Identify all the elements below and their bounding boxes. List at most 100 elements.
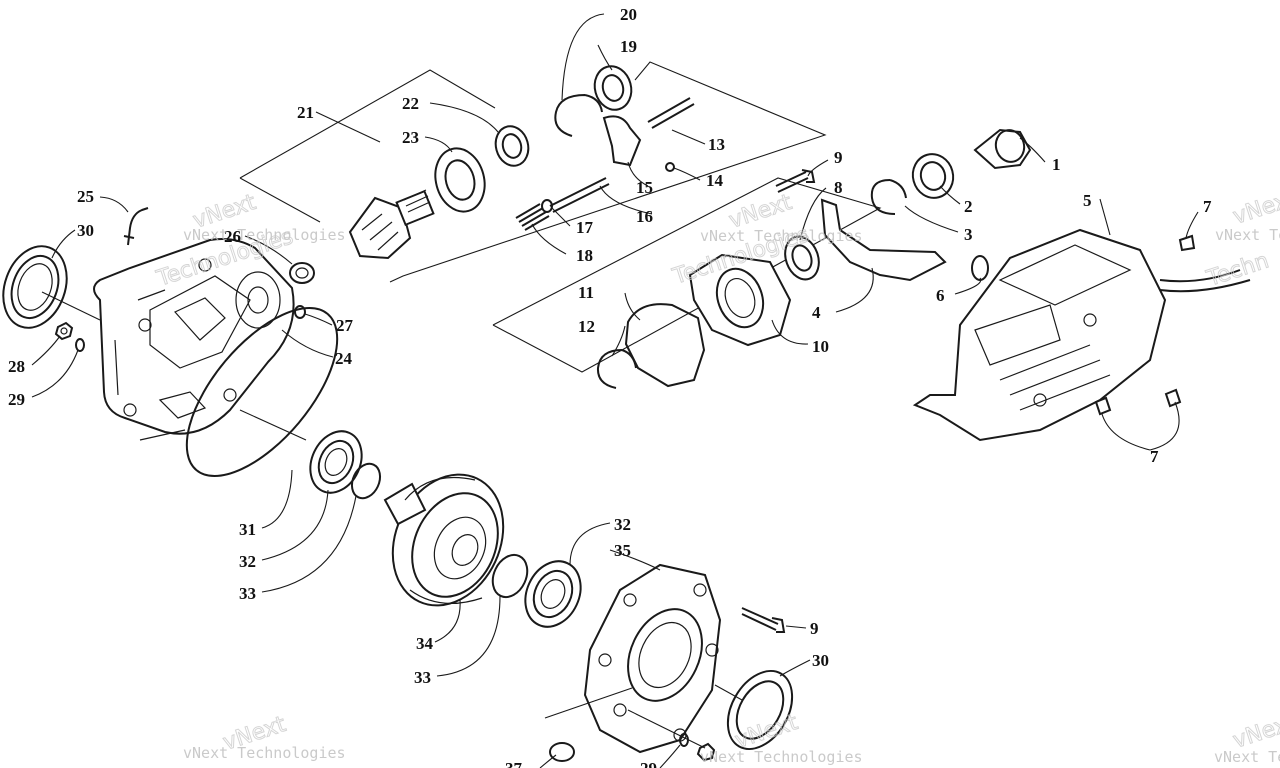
callout-4: 4 xyxy=(812,303,821,322)
callout-8: 8 xyxy=(834,178,843,197)
screw-7-top xyxy=(1178,234,1196,252)
callout-1: 1 xyxy=(1052,155,1061,174)
watermark-text: vNext Technologies xyxy=(183,226,346,244)
watermark-text: vNext Technologies xyxy=(700,227,863,245)
callout-35: 35 xyxy=(614,541,631,560)
callout-20: 20 xyxy=(620,5,637,24)
callout-2: 2 xyxy=(964,197,973,216)
o-ring-37 xyxy=(549,742,575,762)
spring-18 xyxy=(515,203,550,231)
callout-labels: 1 2 3 4 5 6 7 7 8 9 9 10 11 12 13 14 15 … xyxy=(8,5,1212,768)
housing-10 xyxy=(688,253,792,347)
callout-17: 17 xyxy=(576,218,594,237)
bearing-bracket xyxy=(784,235,820,281)
callout-31: 31 xyxy=(239,520,256,539)
callout-16: 16 xyxy=(636,207,653,226)
callout-19: 19 xyxy=(620,37,637,56)
callout-6: 6 xyxy=(936,286,945,305)
callout-37: 37 xyxy=(505,759,523,768)
bearing-23 xyxy=(434,147,486,213)
callout-13: 13 xyxy=(708,135,725,154)
shaft-16 xyxy=(549,177,610,213)
callout-32-left: 32 xyxy=(239,552,256,571)
bracket-outline-middle xyxy=(492,177,882,373)
callout-29-bottom: 29 xyxy=(640,759,657,768)
washer-27 xyxy=(294,305,306,319)
watermark-text: vNext Technologies xyxy=(183,744,346,762)
callout-34: 34 xyxy=(416,634,434,653)
shift-fork-15 xyxy=(602,115,642,167)
pinion-gear xyxy=(348,189,435,260)
screw-7-lower-right xyxy=(1164,388,1182,408)
ring-17 xyxy=(541,199,553,213)
o-ring-31 xyxy=(185,306,339,478)
callout-7-bottom: 7 xyxy=(1150,447,1159,466)
nut-lower xyxy=(696,742,716,762)
bearing-32-upper xyxy=(309,430,363,494)
callout-14: 14 xyxy=(706,171,724,190)
bolt-9-lower xyxy=(741,607,786,633)
screw-7-lower-left xyxy=(1094,396,1112,416)
main-housing xyxy=(93,238,295,441)
bracket-outline-21 xyxy=(239,69,496,179)
snap-ring-3 xyxy=(870,179,907,215)
callout-27: 27 xyxy=(336,316,354,335)
washer-29-left xyxy=(75,338,85,352)
bearing-19 xyxy=(593,65,633,111)
leader-lines xyxy=(31,13,1199,768)
bracket-outline-21-lower xyxy=(239,177,321,223)
callout-29-left: 29 xyxy=(8,390,25,409)
callout-33-bottom: 33 xyxy=(414,668,431,687)
output-flange-1 xyxy=(973,128,1032,170)
seal-30-left xyxy=(2,245,68,329)
callout-3: 3 xyxy=(964,225,973,244)
callout-30-left: 30 xyxy=(77,221,94,240)
callout-33-left: 33 xyxy=(239,584,256,603)
callout-9-bottom: 9 xyxy=(810,619,819,638)
shaft-13 xyxy=(647,97,695,129)
watermark-text: vNext Technologies xyxy=(700,748,863,766)
bracket-outline-top-right xyxy=(389,61,827,283)
callout-18: 18 xyxy=(576,246,593,265)
watermark-word-partial: Techn xyxy=(1203,248,1272,292)
callout-11: 11 xyxy=(578,283,594,302)
callout-26: 26 xyxy=(224,227,241,246)
clip-14 xyxy=(665,162,675,172)
actuator-5 xyxy=(912,228,1251,442)
bolt-9-upper xyxy=(775,169,816,193)
callout-5: 5 xyxy=(1083,191,1092,210)
snap-ring-20 xyxy=(554,94,603,137)
bracket-8 xyxy=(820,198,947,282)
bearing-32-lower xyxy=(524,560,582,628)
callout-32-right: 32 xyxy=(614,515,631,534)
bearing-26 xyxy=(289,262,315,284)
callout-10: 10 xyxy=(812,337,829,356)
ring-33-lower xyxy=(491,553,529,599)
bolt-28 xyxy=(54,321,74,341)
ring-33-upper xyxy=(350,462,382,500)
callout-9-top: 9 xyxy=(834,148,843,167)
breather-25 xyxy=(123,207,149,246)
callout-25: 25 xyxy=(77,187,94,206)
cover-35 xyxy=(583,563,722,754)
gasket-11 xyxy=(624,303,706,388)
seal-2 xyxy=(911,153,955,199)
callout-15: 15 xyxy=(636,178,653,197)
callout-21: 21 xyxy=(297,103,314,122)
o-ring-6 xyxy=(971,255,989,281)
watermark-text-partial: vNext Te xyxy=(1214,748,1280,766)
ring-gear-34 xyxy=(383,473,505,607)
callout-12: 12 xyxy=(578,317,595,336)
callout-28: 28 xyxy=(8,357,25,376)
callout-30-right: 30 xyxy=(812,651,829,670)
callout-7-top: 7 xyxy=(1203,197,1212,216)
callout-23: 23 xyxy=(402,128,419,147)
callout-24: 24 xyxy=(335,349,353,368)
watermark-text-partial: vNext Te xyxy=(1215,226,1280,244)
bearing-22 xyxy=(494,125,530,167)
snap-ring-12 xyxy=(596,349,637,389)
callout-22: 22 xyxy=(402,94,419,113)
watermark-brand: vNext xyxy=(1230,186,1280,230)
